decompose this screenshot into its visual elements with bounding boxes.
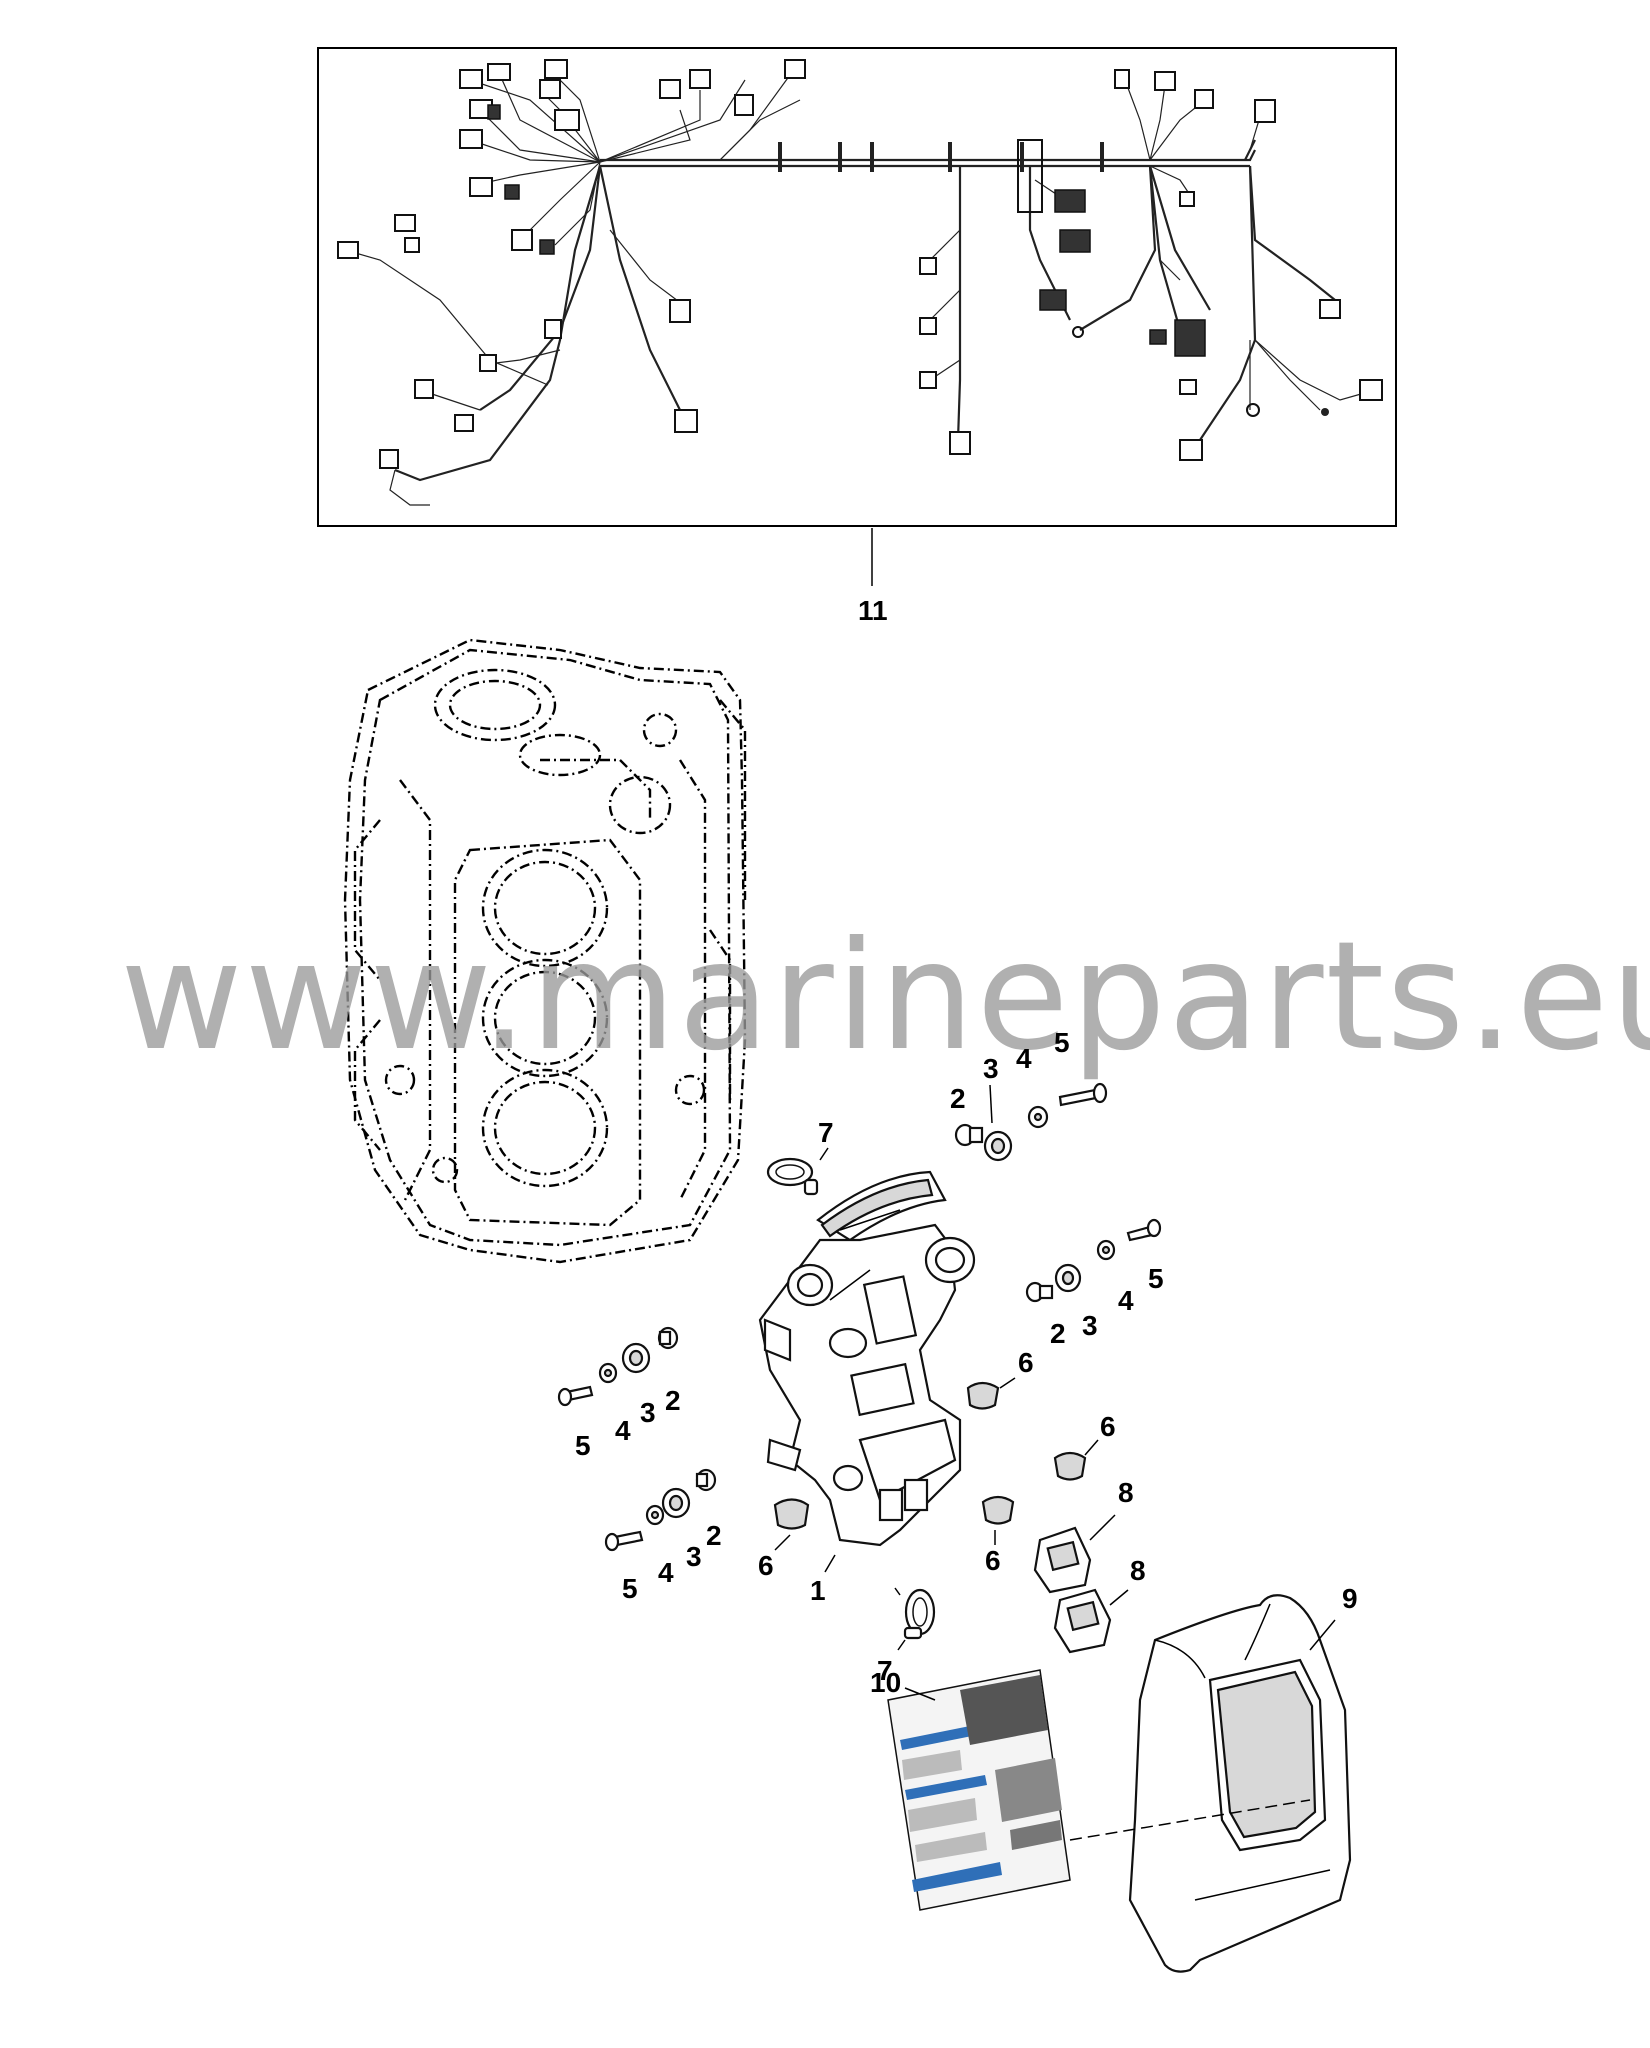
callout-3-d: 3 <box>686 1541 702 1572</box>
callout-6-b: 6 <box>1100 1411 1116 1442</box>
callout-2-b: 2 <box>1050 1318 1066 1349</box>
callout-2-c: 2 <box>665 1385 681 1416</box>
callout-4-b: 4 <box>1118 1285 1134 1316</box>
callout-3-a: 3 <box>983 1053 999 1084</box>
cover <box>1128 1594 1352 1973</box>
callout-6-a: 6 <box>1018 1347 1034 1378</box>
callout-8-a: 8 <box>1118 1477 1134 1508</box>
decal <box>887 1669 1071 1911</box>
callout-4-c: 4 <box>615 1415 631 1446</box>
callout-7-top: 7 <box>818 1117 834 1148</box>
callout-9: 9 <box>1342 1583 1358 1614</box>
callout-2-a: 2 <box>950 1083 966 1114</box>
electrical-bracket <box>758 1170 976 1547</box>
callout-3-b: 3 <box>1082 1310 1098 1341</box>
hardware-set-d <box>604 1468 717 1552</box>
callout-2-d: 2 <box>706 1520 722 1551</box>
callout-4-d: 4 <box>658 1557 674 1588</box>
hardware-set-a <box>954 1082 1108 1162</box>
callout-5-b: 5 <box>1148 1263 1164 1294</box>
callout-1: 1 <box>810 1575 826 1606</box>
callout-4-a: 4 <box>1016 1043 1032 1074</box>
clamp-top <box>766 1157 819 1196</box>
callout-6-c: 6 <box>985 1545 1001 1576</box>
callout-10: 10 <box>870 1667 901 1698</box>
callout-11: 11 <box>858 595 888 626</box>
harness-connectors <box>337 59 1383 469</box>
callout-7-bottom: 7 <box>877 1655 893 1686</box>
plugs <box>773 1381 1087 1530</box>
callout-8-b: 8 <box>1130 1555 1146 1586</box>
callout-5-c: 5 <box>575 1430 591 1461</box>
callout-5-a: 5 <box>1054 1027 1070 1058</box>
clamp-bottom <box>894 1587 936 1640</box>
wiring-harness-panel <box>317 47 1397 527</box>
watermark-text: www.marineparts.eu <box>120 910 1650 1084</box>
engine-block-outline <box>343 638 747 1264</box>
hardware-set-c <box>557 1326 679 1407</box>
callout-5-d: 5 <box>622 1573 638 1604</box>
callout-6-d: 6 <box>758 1550 774 1581</box>
hardware-set-b <box>1025 1218 1162 1303</box>
callout-3-c: 3 <box>640 1397 656 1428</box>
relays <box>1033 1526 1112 1654</box>
harness-frame <box>317 47 1397 527</box>
